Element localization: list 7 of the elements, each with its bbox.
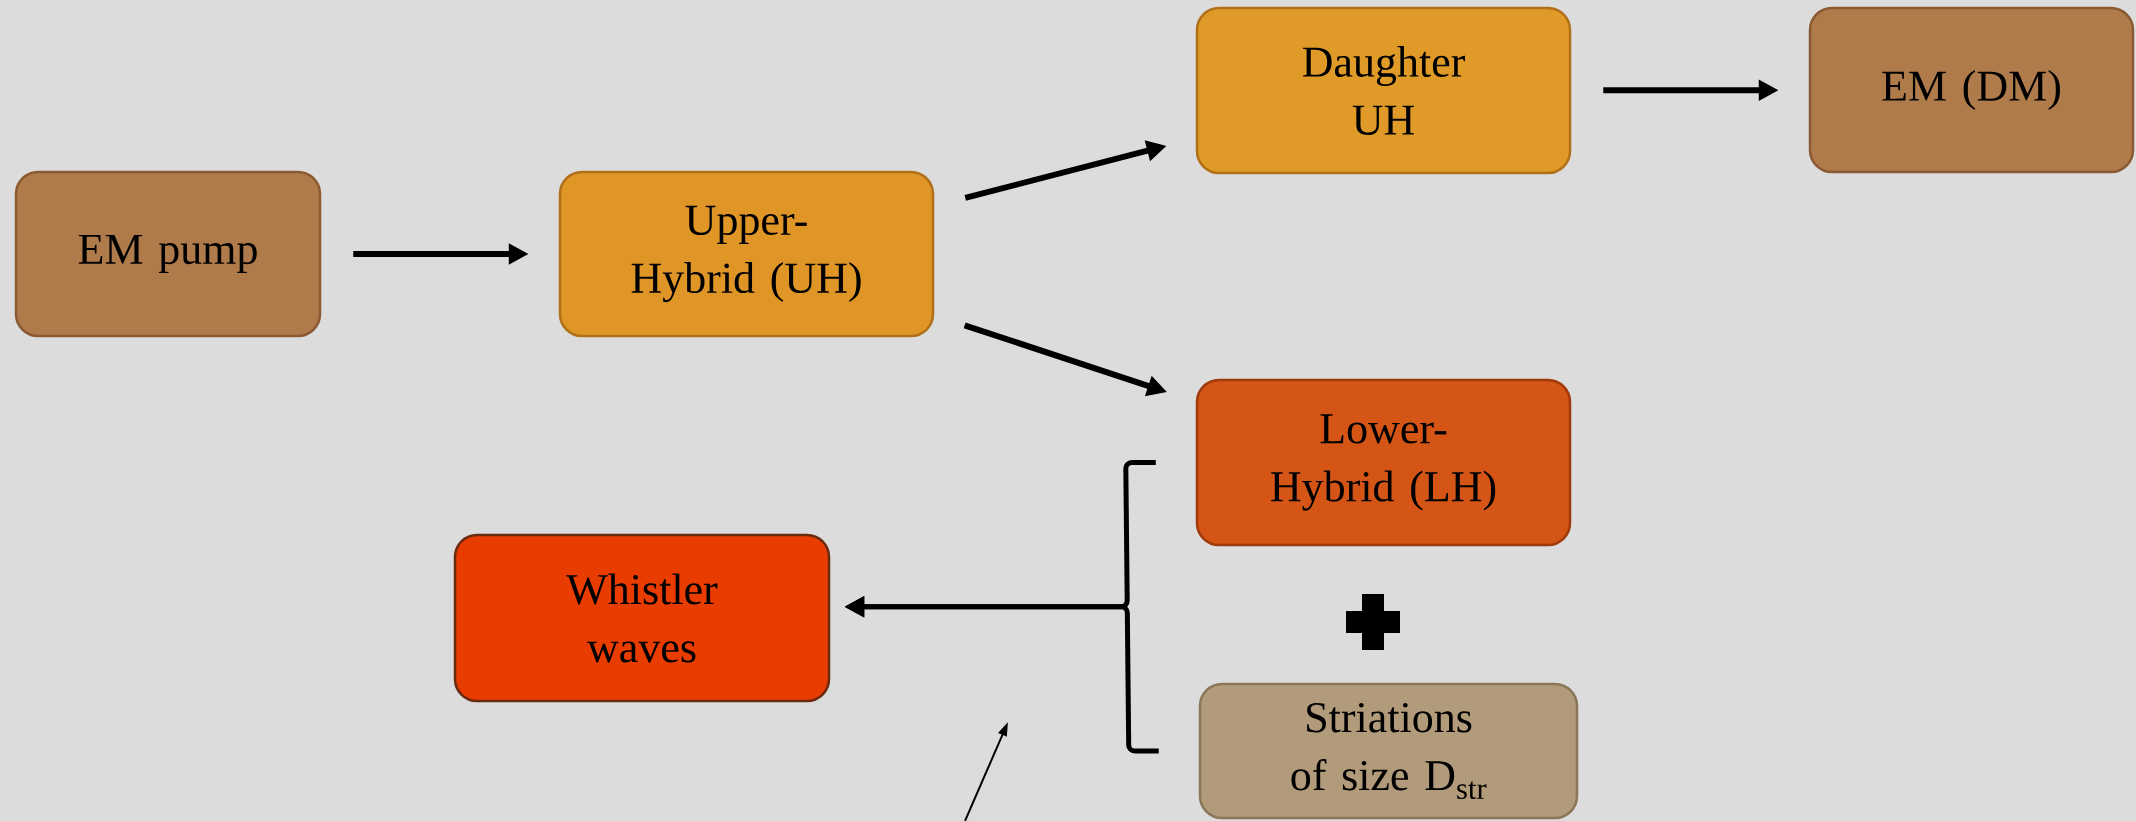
process-box: Whistler waves bbox=[453, 533, 831, 703]
process-box: Striations of size D$_{str}$ bbox=[1198, 682, 1579, 820]
process-box: EM pump bbox=[14, 170, 322, 338]
process-box: Upper-Hybrid (UH) bbox=[558, 170, 935, 338]
process-box: Daughter UH bbox=[1195, 6, 1572, 175]
process-box: EM (DM) bbox=[1808, 6, 2135, 174]
process-box: Lower-Hybrid (LH) bbox=[1195, 378, 1572, 547]
